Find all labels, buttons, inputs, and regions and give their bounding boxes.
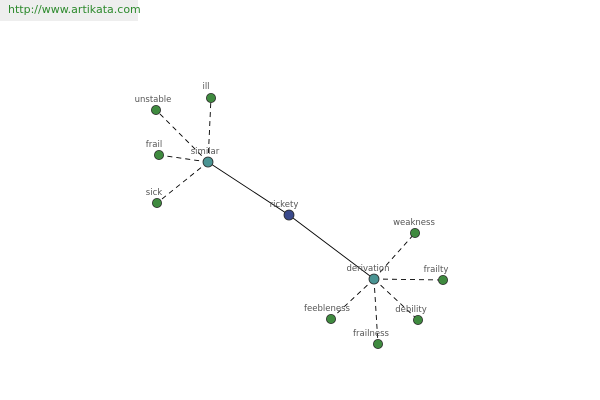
labels-layer: rickety similar derivation ill unstable frail… xyxy=(135,82,449,339)
node-ill[interactable] xyxy=(205,93,216,104)
edge-derivation-debility xyxy=(373,278,419,321)
edge-similar-rickety xyxy=(207,161,290,216)
node-label-weakness[interactable]: weakness xyxy=(393,218,435,228)
node-frail[interactable] xyxy=(153,149,164,160)
node-label-similar[interactable]: similar xyxy=(191,147,220,157)
node-label-sick[interactable]: sick xyxy=(146,188,162,198)
edges-layer xyxy=(155,97,444,345)
node-feebleness[interactable] xyxy=(325,313,336,324)
node-weakness[interactable] xyxy=(409,227,420,238)
node-label-frailty[interactable]: frailty xyxy=(424,265,449,275)
site-url-link[interactable]: http://www.artikata.com xyxy=(8,3,141,16)
edge-rickety-derivation xyxy=(288,214,375,280)
edge-derivation-frailty xyxy=(373,278,444,281)
edge-similar-sick xyxy=(156,161,209,204)
edge-derivation-weakness xyxy=(373,232,416,280)
node-label-debility[interactable]: debility xyxy=(395,305,426,315)
node-label-feebleness[interactable]: feebleness xyxy=(304,304,350,314)
node-label-derivation[interactable]: derivation xyxy=(346,264,389,274)
edge-similar-unstable xyxy=(155,109,209,163)
node-frailness[interactable] xyxy=(372,338,383,349)
edge-similar-ill xyxy=(207,97,212,163)
node-label-unstable[interactable]: unstable xyxy=(135,95,172,105)
url-banner: http://www.artikata.com xyxy=(0,0,141,21)
edge-derivation-feebleness xyxy=(330,278,375,320)
node-debility[interactable] xyxy=(412,314,423,325)
edge-derivation-frailness xyxy=(373,278,379,345)
node-derivation[interactable] xyxy=(368,273,380,285)
nodes-layer xyxy=(150,93,448,349)
node-rickety[interactable] xyxy=(283,209,295,221)
node-frailty[interactable] xyxy=(437,274,448,285)
node-sick[interactable] xyxy=(151,197,162,208)
node-label-frailness[interactable]: frailness xyxy=(353,329,389,339)
node-label-frail[interactable]: frail xyxy=(146,140,162,150)
node-similar[interactable] xyxy=(202,156,214,168)
node-unstable[interactable] xyxy=(150,105,161,116)
node-label-rickety[interactable]: rickety xyxy=(270,200,299,210)
node-label-ill[interactable]: ill xyxy=(202,82,209,92)
